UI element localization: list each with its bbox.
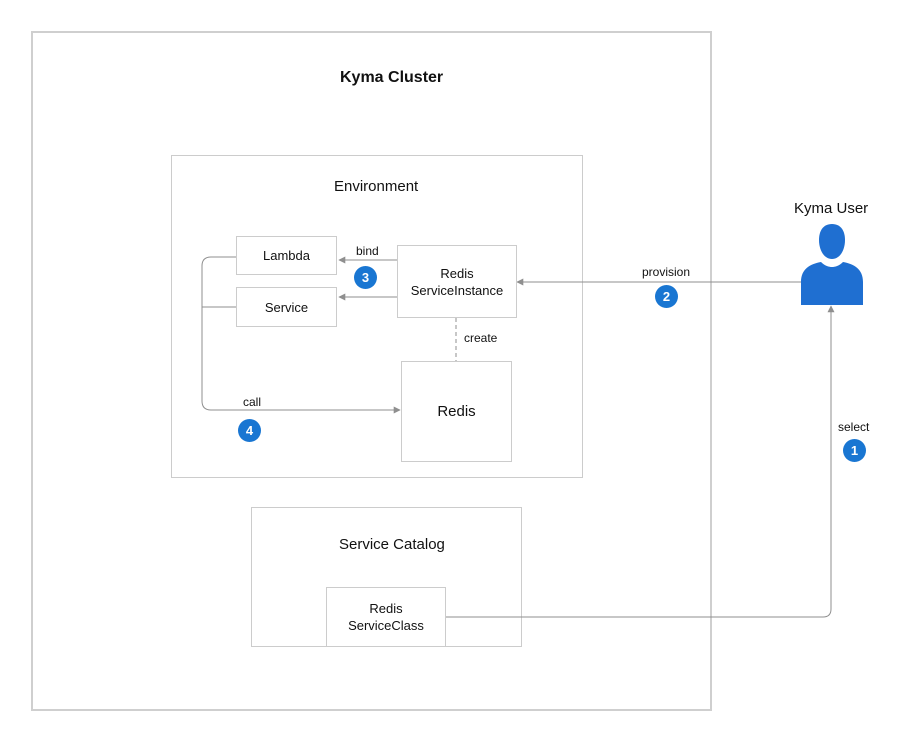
cluster-title: Kyma Cluster — [340, 69, 444, 86]
environment-title: Environment — [334, 178, 419, 195]
redis-class-line-1: Redis — [369, 601, 403, 616]
select-edge — [446, 305, 835, 618]
redis-label: Redis — [437, 403, 476, 420]
call-edge — [201, 256, 401, 414]
redis-instance-line-2: ServiceInstance — [410, 282, 504, 298]
step-badge-1: 1 — [843, 439, 866, 462]
step-badge-2: 2 — [655, 285, 678, 308]
service-node[interactable]: Service — [236, 287, 337, 327]
step-badge-3: 3 — [354, 266, 377, 289]
call-label: call — [243, 395, 262, 409]
create-label: create — [464, 331, 498, 345]
select-label: select — [838, 420, 870, 434]
redis-serviceinstance-node[interactable]: Redis ServiceInstance — [397, 245, 517, 318]
bind-label: bind — [356, 244, 379, 258]
step-badge-4: 4 — [238, 419, 261, 442]
redis-instance-line-1: Redis — [440, 265, 474, 281]
service-label: Service — [264, 299, 309, 315]
lambda-node[interactable]: Lambda — [236, 236, 337, 275]
redis-serviceclass-node[interactable]: Redis ServiceClass — [326, 587, 446, 647]
redis-node[interactable]: Redis — [401, 361, 512, 462]
lambda-label: Lambda — [263, 248, 310, 263]
kyma-user-label: Kyma User — [794, 200, 869, 217]
redis-class-line-2: ServiceClass — [348, 618, 424, 633]
user-icon[interactable] — [799, 222, 865, 307]
service-catalog-title: Service Catalog — [339, 536, 445, 553]
provision-label: provision — [642, 265, 691, 279]
